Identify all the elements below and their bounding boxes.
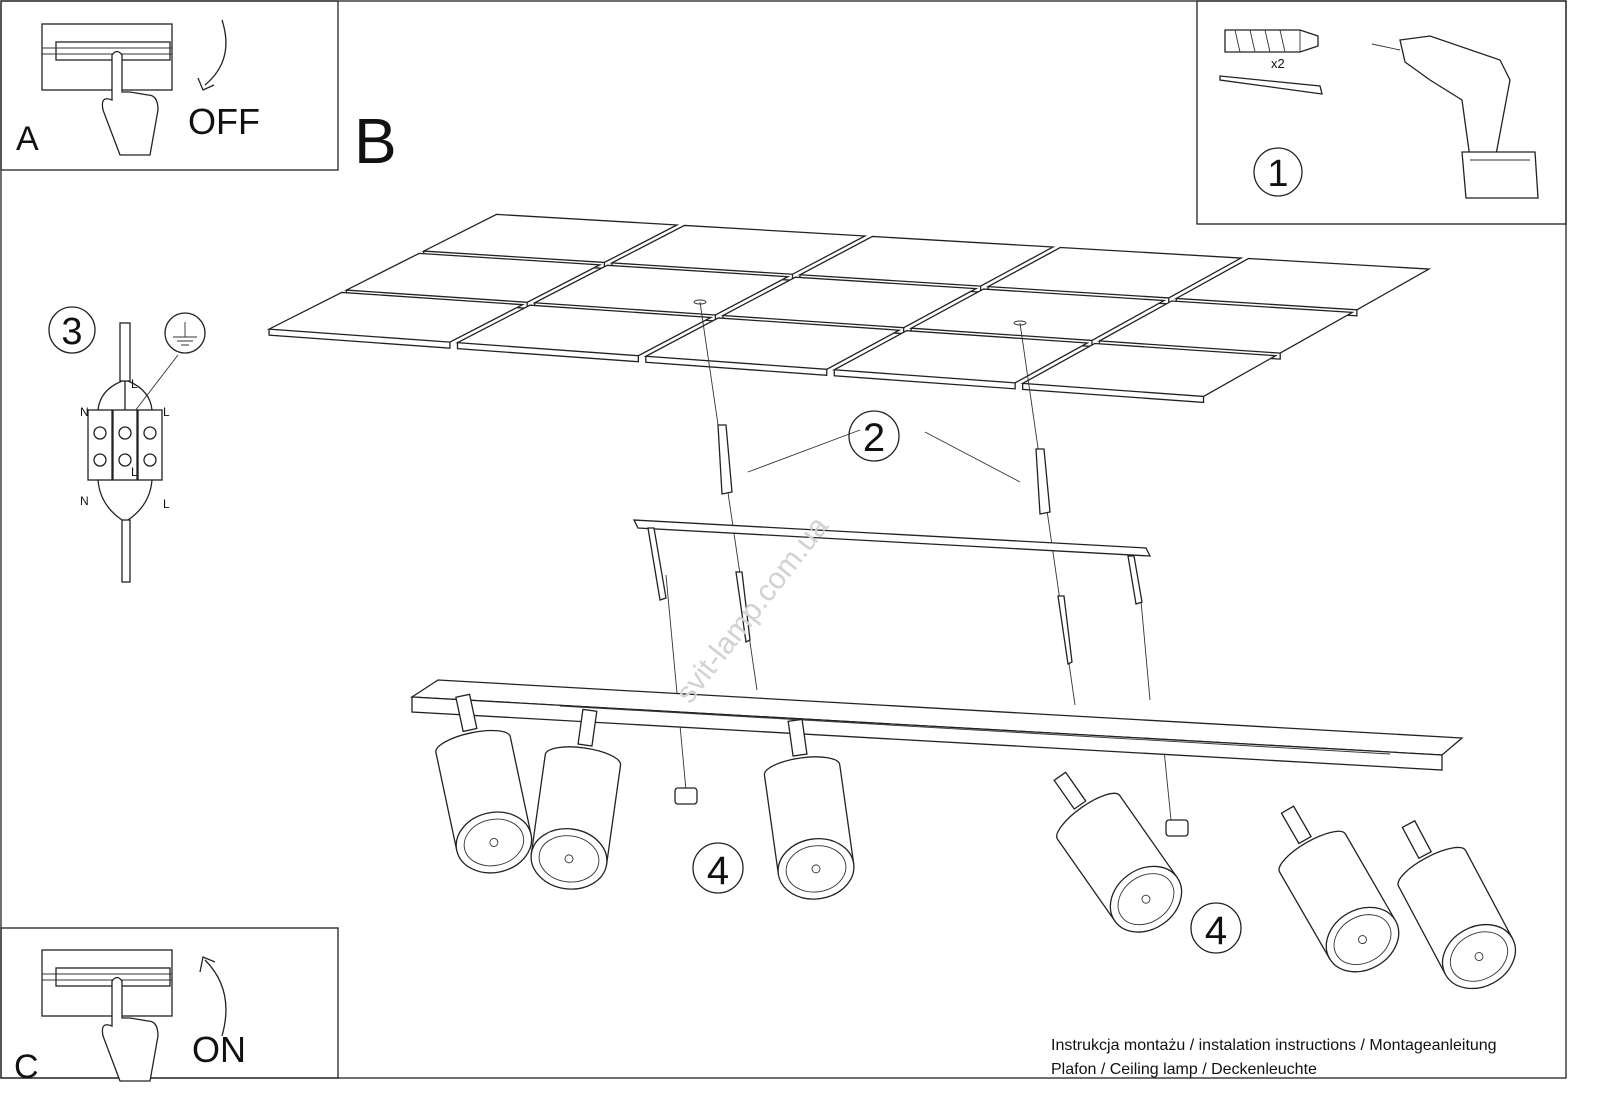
wall-plug-icon	[1224, 29, 1319, 53]
screw-left	[735, 571, 751, 643]
wire-label-top-l: L	[131, 377, 138, 391]
panel-b-letter: B	[354, 105, 397, 177]
arrow-up-icon	[199, 956, 227, 1037]
page-border	[0, 0, 1567, 1079]
mounting-guides: 2	[665, 299, 1173, 831]
breaker-box-icon	[41, 949, 173, 1017]
breaker-box-icon	[41, 23, 173, 91]
panel-c-action: ON	[192, 1029, 246, 1070]
ceiling-tile	[643, 317, 902, 376]
step-1-badge	[1253, 147, 1303, 197]
step-3-number: 3	[61, 311, 82, 353]
ceiling-tile	[1020, 342, 1278, 404]
wall-plug-right	[1035, 448, 1051, 515]
watermark: svit-lamp.com.ua	[670, 510, 836, 709]
wire-label-l-bottom: L	[163, 497, 170, 511]
panel-a-letter: A	[16, 120, 39, 158]
hand-icon	[101, 976, 159, 1082]
lamp-base-plate	[409, 679, 1464, 771]
panel-3-wiring: 3 L N L L N L	[48, 306, 206, 583]
arrow-down-icon	[197, 19, 227, 91]
panel-1-tools: x2 1	[1196, 0, 1567, 225]
wall-plug-left	[717, 424, 733, 495]
earth-symbol-icon	[164, 312, 206, 354]
panel-a-power-off: A OFF	[0, 0, 339, 171]
step-2-number: 2	[863, 416, 885, 460]
ceiling-tile	[832, 330, 1090, 390]
mounting-bracket	[632, 519, 1152, 605]
panel-c-power-on: C ON	[0, 927, 339, 1086]
step-1-number: 1	[1267, 153, 1288, 195]
spotlight	[1397, 819, 1517, 990]
terminal-block-n	[87, 409, 113, 481]
step-4-number-right: 4	[1205, 909, 1227, 953]
spotlight	[763, 718, 855, 900]
terminal-block-l	[137, 409, 163, 481]
drill-icon	[1371, 35, 1539, 199]
spotlight	[1053, 771, 1183, 933]
footer-product-type: Plafon / Ceiling lamp / Deckenleuchte	[1051, 1061, 1317, 1078]
spotlight	[530, 708, 622, 890]
end-caps: 4 4	[674, 787, 1242, 954]
ceiling-tile	[455, 304, 714, 363]
spotlight	[435, 693, 533, 874]
spotlights	[435, 693, 1517, 990]
end-cap-right	[1165, 819, 1189, 837]
wire-label-n-bottom: N	[80, 494, 89, 508]
wire-label-l-top: L	[163, 405, 170, 419]
ceiling-tile	[266, 291, 525, 349]
spotlight	[1278, 805, 1400, 973]
end-cap-left	[674, 787, 698, 805]
quantity-label: x2	[1271, 56, 1285, 71]
footer-instructions-title: Instrukcja montażu / instalation instruc…	[1051, 1037, 1497, 1054]
step-2-badge	[848, 410, 900, 462]
screw-right	[1057, 595, 1073, 665]
wire-label-center-l: L	[131, 465, 138, 479]
ceiling-tiles	[266, 213, 1432, 404]
panel-a-action: OFF	[188, 101, 260, 142]
screw-icon	[1219, 75, 1323, 95]
step-4-number-left: 4	[707, 849, 729, 893]
wire-label-n-top: N	[80, 405, 89, 419]
panel-c-letter: C	[14, 1048, 39, 1086]
terminal-block-earth	[112, 409, 138, 481]
hand-icon	[101, 50, 159, 156]
